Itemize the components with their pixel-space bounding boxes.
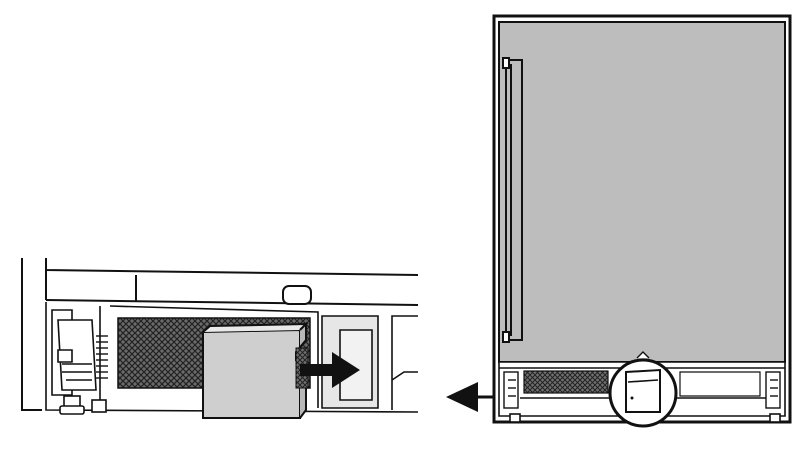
kickplate-compartment bbox=[679, 371, 761, 397]
side-louvers bbox=[96, 335, 108, 379]
appliance-feet bbox=[509, 413, 781, 423]
kickplate-grille bbox=[523, 370, 609, 394]
magnify-circle-icon bbox=[608, 351, 678, 428]
cabinet-base-frame bbox=[21, 258, 419, 411]
kickplate-brackets bbox=[503, 371, 781, 409]
leveling-foot bbox=[59, 395, 107, 415]
drip-tray bbox=[202, 321, 309, 419]
access-slot bbox=[282, 285, 312, 305]
door-panel bbox=[498, 21, 786, 363]
left-bracket bbox=[51, 309, 97, 396]
closeup-detail bbox=[21, 258, 419, 419]
door-handle bbox=[502, 57, 523, 343]
appliance-front bbox=[492, 14, 792, 428]
pull-right-arrow-icon bbox=[300, 352, 360, 388]
